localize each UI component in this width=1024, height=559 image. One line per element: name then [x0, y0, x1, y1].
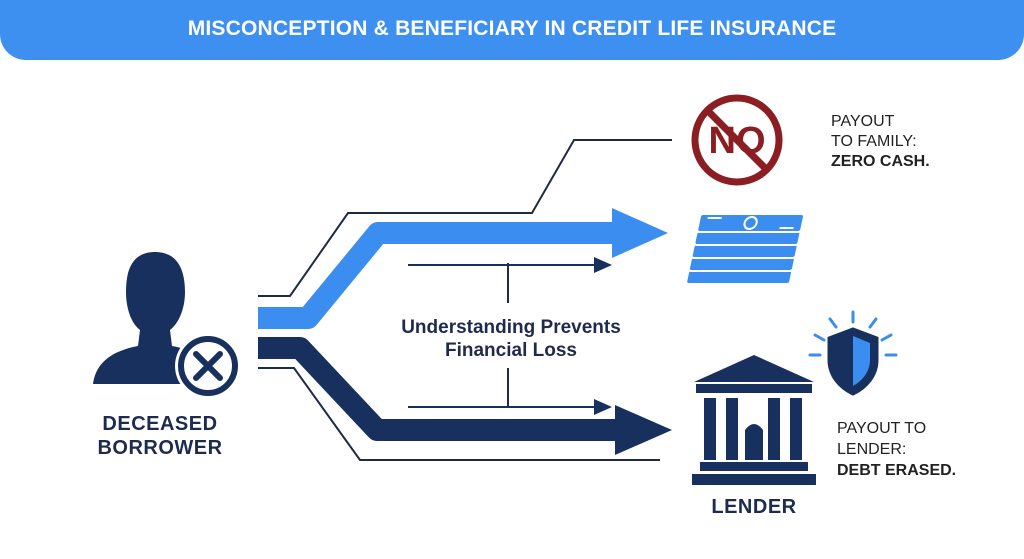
title-banner — [0, 0, 1024, 60]
shield-icon — [808, 310, 898, 396]
lender-label: LENDER — [711, 496, 797, 518]
lender-flow-arrow — [258, 337, 672, 455]
page-title: MISCONCEPTION & BENEFICIARY IN CREDIT LI… — [187, 17, 837, 40]
cash-stack-icon — [685, 213, 805, 285]
center-message-line1: Understanding Prevents — [401, 317, 621, 338]
x-circle-icon — [175, 333, 241, 399]
lender-payout-note: PAYOUT TO LENDER: DEBT ERASED. — [837, 418, 1017, 481]
bottom-connector-line — [258, 367, 660, 461]
center-message: Understanding Prevents Financial Loss — [380, 316, 642, 362]
family-note-line3: ZERO CASH. — [831, 153, 930, 170]
no-sign-icon: NO — [691, 94, 783, 186]
borrower-label: DECEASED BORROWER — [60, 412, 260, 460]
connector-lines — [258, 139, 672, 461]
bank-building-icon — [692, 355, 816, 485]
center-message-line2: Financial Loss — [445, 340, 577, 361]
lender-note-line3: DEBT ERASED. — [837, 462, 957, 479]
family-note-line2: TO FAMILY: — [831, 133, 917, 150]
family-flow-arrow — [258, 208, 668, 329]
family-payout-note: PAYOUT TO FAMILY: ZERO CASH. — [831, 112, 1011, 172]
lender-note-line1: PAYOUT TO — [837, 420, 927, 437]
borrower-label-line2: BORROWER — [97, 437, 223, 459]
top-connector-line — [258, 139, 672, 297]
borrower-label-line1: DECEASED — [102, 413, 218, 435]
family-note-line1: PAYOUT — [831, 113, 895, 130]
lender-note-line2: LENDER: — [837, 441, 907, 458]
